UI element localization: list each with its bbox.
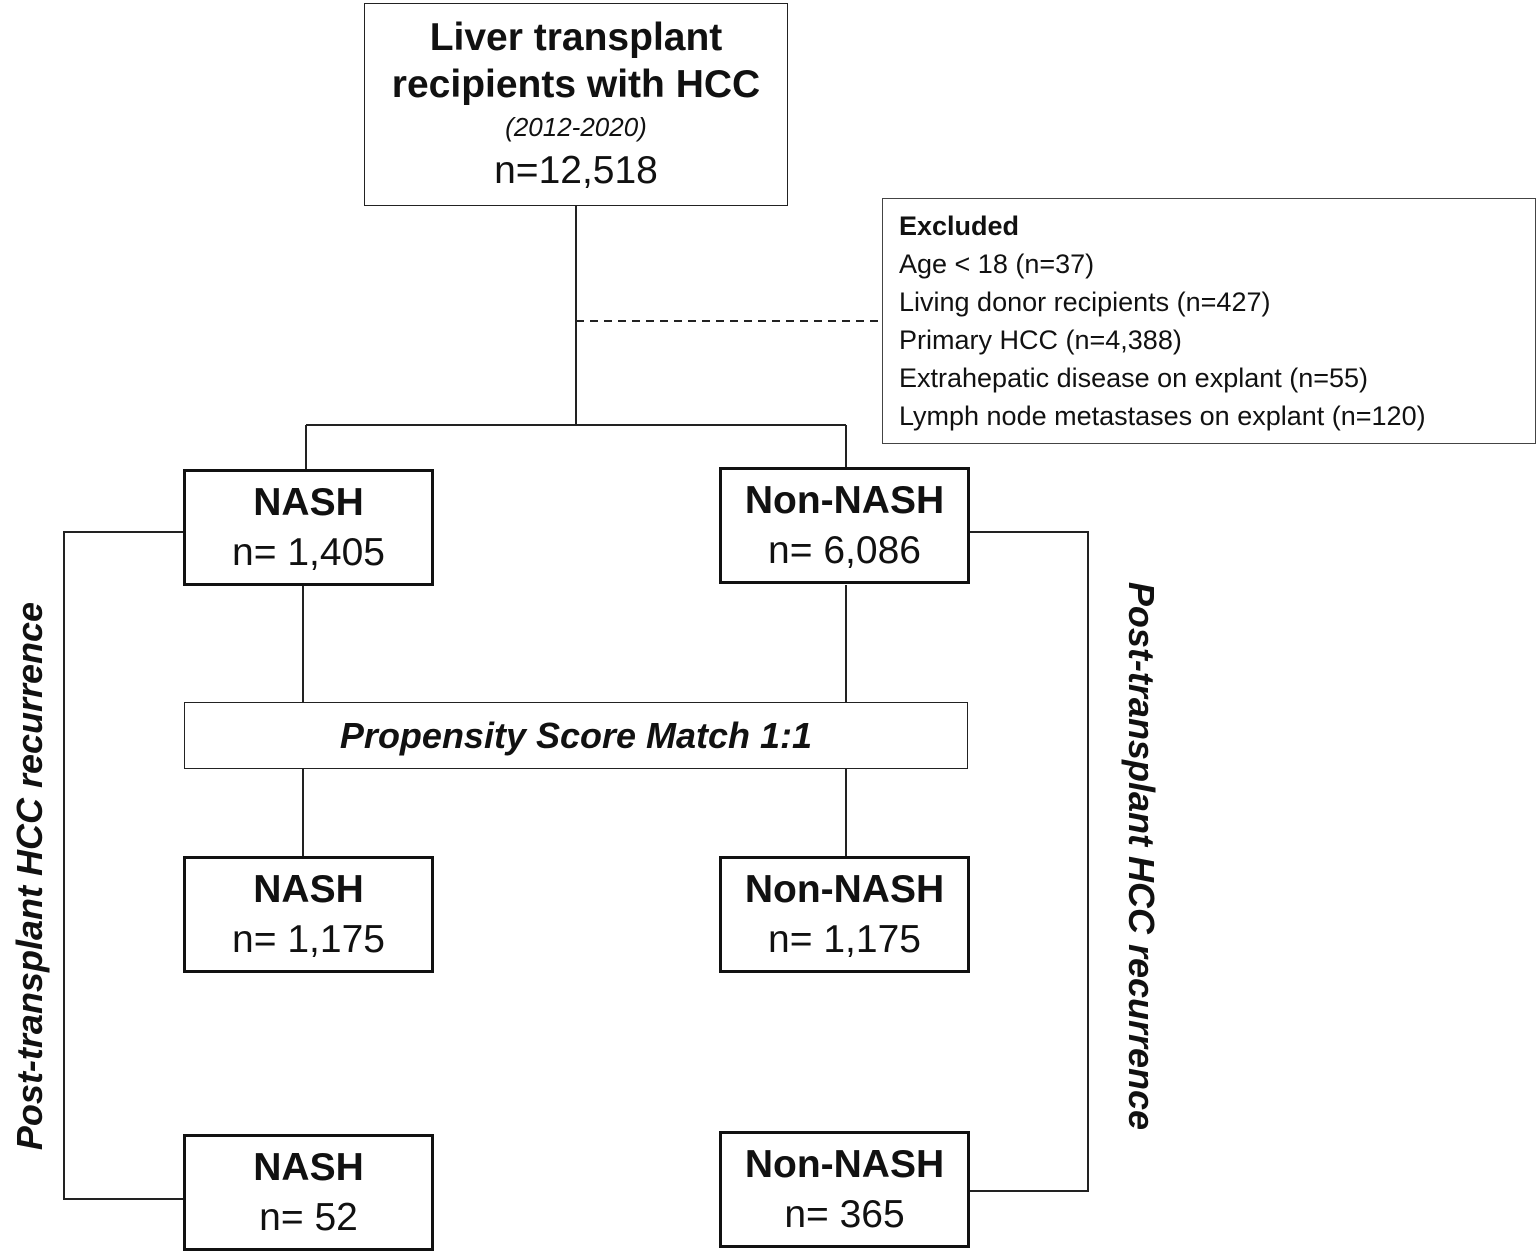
nash-initial-box: NASH n= 1,405: [183, 469, 434, 586]
excluded-item: Primary HCC (n=4,388): [899, 325, 1182, 355]
source-population-box: Liver transplant recipients with HCC (20…: [364, 3, 788, 206]
propensity-match-box: Propensity Score Match 1:1: [184, 702, 968, 769]
nash-matched-count: n= 1,175: [232, 917, 385, 961]
nash-initial-label: NASH: [253, 480, 364, 524]
source-title-line2: recipients with HCC: [391, 62, 761, 106]
connector-left-recurrence-bracket: [63, 531, 184, 1200]
source-title-line1: Liver transplant: [429, 15, 723, 59]
nonnash-initial-box: Non-NASH n= 6,086: [719, 467, 970, 584]
nonnash-initial-count: n= 6,086: [768, 528, 921, 572]
excluded-item: Age < 18 (n=37): [899, 249, 1095, 279]
nonnash-matched-box: Non-NASH n= 1,175: [719, 856, 970, 973]
nonnash-recurrence-box: Non-NASH n= 365: [719, 1131, 970, 1248]
source-years: (2012-2020): [505, 111, 647, 142]
excluded-item: Extrahepatic disease on explant (n=55): [899, 363, 1369, 393]
nash-recurrence-box: NASH n= 52: [183, 1134, 434, 1251]
nash-matched-box: NASH n= 1,175: [183, 856, 434, 973]
source-count: n=12,518: [494, 148, 658, 192]
connector-right-recurrence-bracket: [968, 531, 1089, 1192]
nonnash-initial-label: Non-NASH: [744, 478, 945, 522]
propensity-match-label: Propensity Score Match 1:1: [339, 714, 813, 756]
right-recurrence-label: Post-transplant HCC recurrence: [1121, 581, 1162, 1131]
excluded-heading: Excluded: [899, 211, 1020, 241]
nash-recurrence-label: NASH: [253, 1145, 364, 1189]
left-recurrence-label: Post-transplant HCC recurrence: [9, 601, 50, 1151]
nash-matched-label: NASH: [253, 867, 364, 911]
nonnash-recurrence-count: n= 365: [784, 1192, 905, 1236]
nonnash-recurrence-label: Non-NASH: [744, 1142, 945, 1186]
nonnash-matched-label: Non-NASH: [744, 867, 945, 911]
excluded-item: Living donor recipients (n=427): [899, 287, 1271, 317]
nash-recurrence-count: n= 52: [259, 1195, 358, 1239]
nonnash-matched-count: n= 1,175: [768, 917, 921, 961]
excluded-box: Excluded Age < 18 (n=37) Living donor re…: [882, 198, 1536, 444]
excluded-item: Lymph node metastases on explant (n=120): [899, 401, 1426, 431]
nash-initial-count: n= 1,405: [232, 530, 385, 574]
